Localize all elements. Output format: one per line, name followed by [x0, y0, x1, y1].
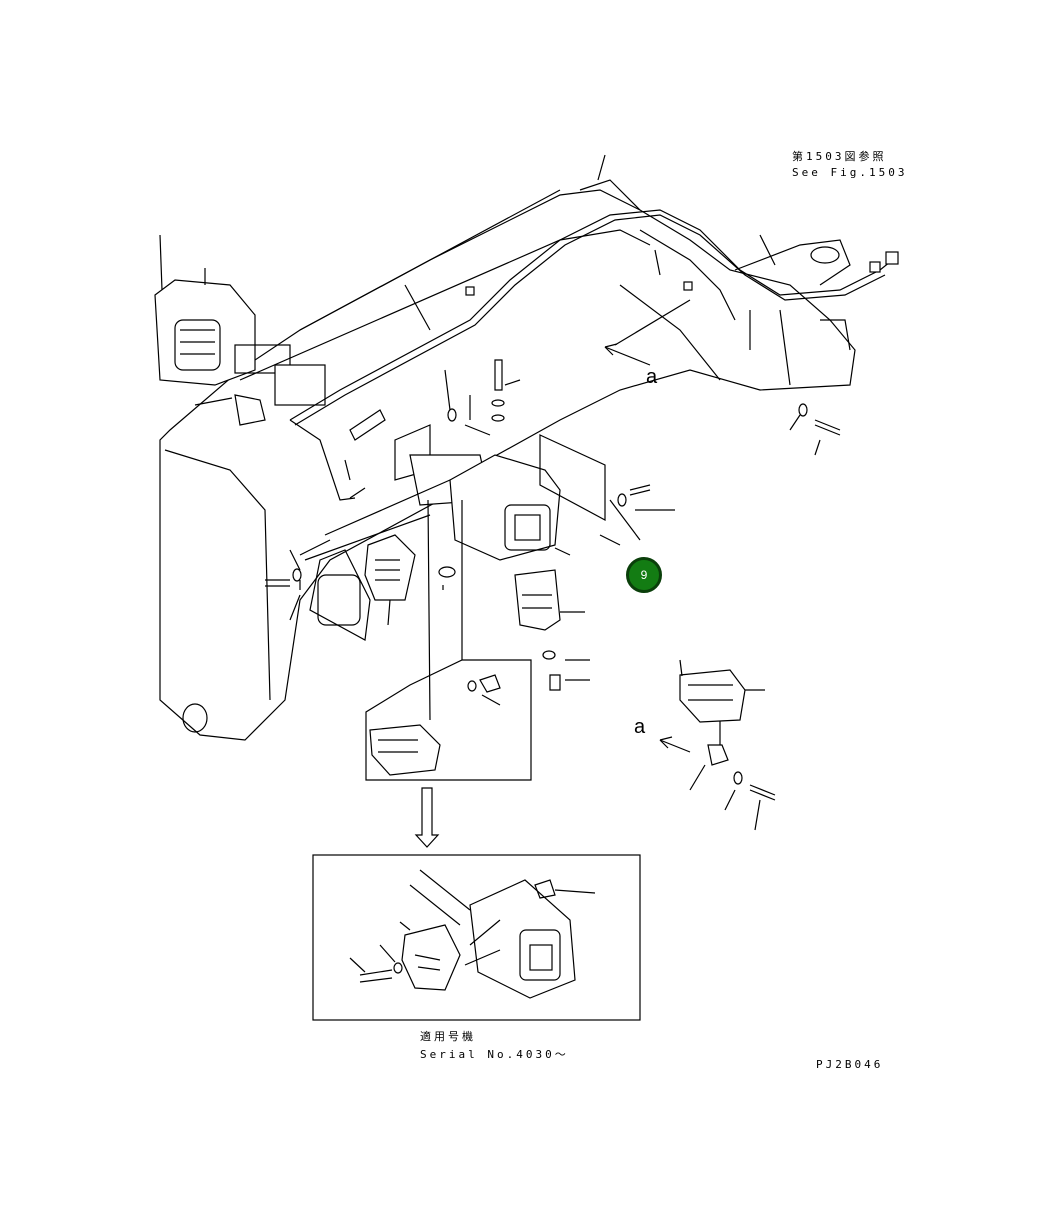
- leader-lines: [159, 154, 821, 831]
- frame-body: [159, 179, 856, 741]
- center-lamp-assembly: [309, 424, 606, 660]
- inset-box-small: [365, 659, 532, 781]
- fasteners: [265, 359, 841, 691]
- arrow-down-icon: [414, 787, 440, 848]
- figure-code: PJ2B046: [816, 1058, 884, 1071]
- upper-left-lamp: [154, 279, 326, 426]
- inset-box-large: [312, 854, 641, 1021]
- reference-label-jp: 第1503図参照: [792, 150, 887, 163]
- reference-label-en: See Fig.1503: [792, 166, 908, 179]
- inset-caption-en: Serial No.4030～: [420, 1048, 569, 1061]
- arrow-left-icon: [604, 343, 691, 753]
- hotspot-marker[interactable]: 9: [626, 557, 662, 593]
- inset-caption-jp: 適用号機: [420, 1030, 476, 1043]
- wiring-harness: [289, 209, 899, 501]
- callout-a-upper: a: [646, 366, 658, 388]
- lower-right-lamp: [679, 659, 776, 801]
- callout-a-lower: a: [634, 716, 646, 738]
- hotspot-marker-label: 9: [640, 568, 648, 582]
